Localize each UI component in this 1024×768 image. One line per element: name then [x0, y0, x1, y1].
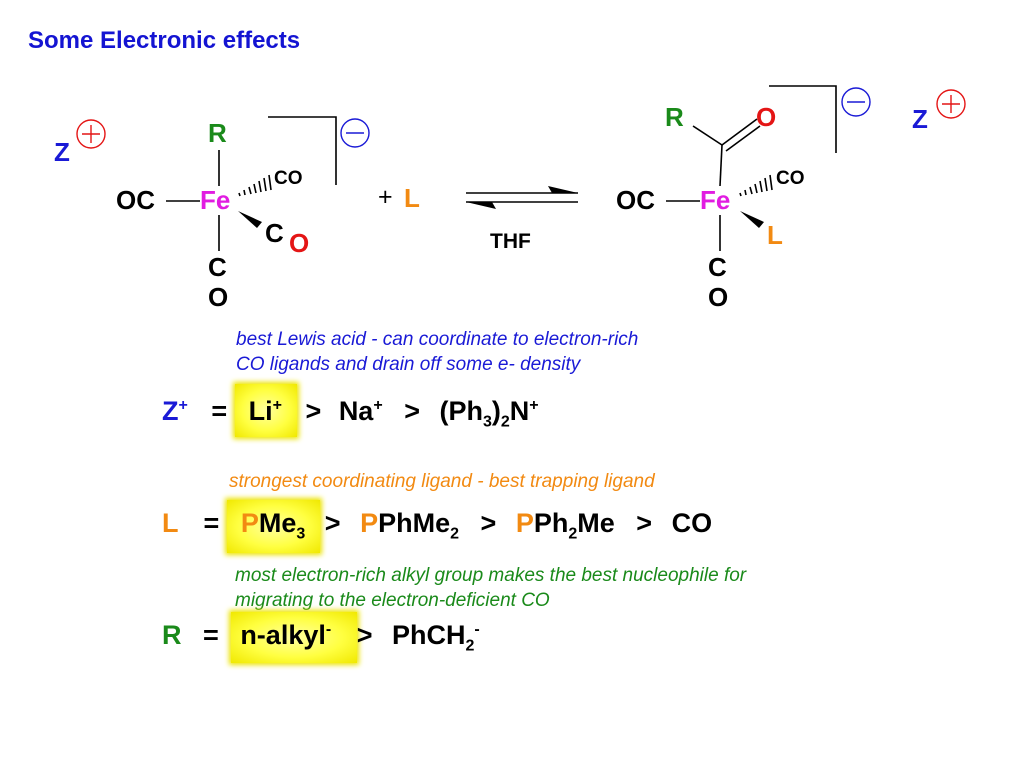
right-co-bottom-o: O	[708, 282, 729, 312]
l-series-pph2me-b: Me	[577, 508, 615, 538]
z-series-na-sup: +	[373, 397, 383, 414]
l-series-pphme2-rest: PhMe	[378, 508, 451, 538]
n-alkyl-highlight	[231, 612, 357, 663]
l-series-gt1: >	[324, 508, 341, 538]
page-title: Some Electronic effects	[28, 27, 301, 54]
l-series-gt3: >	[636, 508, 653, 538]
r-note-line1: most electron-rich alkyl group makes the…	[235, 565, 747, 586]
right-solid-wedge	[740, 211, 764, 228]
z-note-line1: best Lewis acid - can coordinate to elec…	[236, 329, 639, 350]
right-counter-cation-z: Z	[912, 104, 928, 134]
z-series-li: Li	[248, 396, 273, 426]
right-r-label: R	[665, 102, 684, 132]
left-oc-label: OC	[116, 185, 155, 215]
z-series-row: Z+ = Li+ > Na+ > (Ph3)2N+	[162, 396, 539, 431]
z-series-ppn-c: N	[509, 396, 530, 426]
z-series-ppn-b: )	[491, 396, 501, 426]
r-series-eq: =	[203, 620, 219, 650]
z-series-ppn-sub1: 3	[482, 413, 492, 431]
l-note: strongest coordinating ligand - best tra…	[229, 471, 655, 492]
l-series-pph2me-sub: 2	[568, 525, 578, 543]
left-co-lower-c: C	[265, 218, 284, 248]
right-hashed-wedge	[739, 174, 773, 197]
z-series-gt1: >	[305, 396, 322, 426]
left-co-bottom-o: O	[208, 282, 229, 312]
pme3-highlight	[227, 500, 320, 553]
z-series-na: Na	[338, 396, 374, 426]
z-series-gt2: >	[404, 396, 420, 426]
r-series-lhs: R	[162, 620, 182, 650]
z-series-li-sup: +	[272, 397, 282, 414]
z-series-ppn-sup: +	[529, 397, 539, 414]
right-l-label: L	[767, 220, 783, 250]
left-co-lower-o: O	[289, 228, 310, 258]
right-co-bottom-c: C	[708, 252, 727, 282]
z-series-ppn-sub2: 2	[500, 413, 510, 431]
right-acyl-o-label: O	[756, 102, 777, 132]
left-counter-cation-z: Z	[54, 137, 70, 167]
r-series-phch2-sub: 2	[465, 637, 475, 655]
z-series-lhs: Z	[162, 396, 179, 426]
z-series-eq: =	[211, 396, 228, 426]
r-series-phch2-sup: -	[474, 621, 480, 638]
r-note-line2: migrating to the electron-deficient CO	[235, 590, 550, 611]
li-highlight	[235, 384, 297, 437]
right-acyl-co-double-a	[721, 118, 758, 146]
left-solid-wedge	[238, 211, 262, 228]
z-note-line2: CO ligands and drain off some e- density	[236, 354, 581, 375]
r-series-n-alkyl: n-alkyl	[240, 620, 326, 650]
l-series-pme3-p: P	[240, 508, 259, 538]
r-note: most electron-rich alkyl group makes the…	[235, 563, 746, 613]
r-series-phch2: PhCH	[392, 620, 466, 650]
l-series-eq: =	[203, 508, 220, 538]
z-series-lhs-sup: +	[178, 397, 188, 414]
l-series-pphme2-sub: 2	[450, 525, 460, 543]
left-z-plus-circle	[76, 119, 106, 149]
right-fe-acyl-bond	[719, 144, 723, 187]
left-r-label: R	[208, 118, 227, 148]
l-series-pme3-rest: Me	[258, 508, 297, 538]
right-fe-label: Fe	[700, 185, 731, 215]
r-series-gt1: >	[356, 620, 373, 650]
left-co-upper-label: CO	[274, 168, 303, 189]
l-series-pph2me-p: P	[515, 508, 534, 538]
left-hashed-wedge	[238, 174, 272, 197]
right-oc-label: OC	[616, 185, 655, 215]
right-co-upper-label: CO	[776, 168, 805, 189]
right-acyl-co-double-b	[725, 125, 761, 152]
r-series-n-alkyl-sup: -	[325, 621, 332, 638]
z-note: best Lewis acid - can coordinate to elec…	[236, 327, 638, 377]
r-series-row: R = n-alkyl- > PhCH2-	[162, 620, 480, 655]
l-series-pphme2-p: P	[360, 508, 379, 538]
l-series-pph2me-a: Ph	[533, 508, 569, 538]
l-series-co: CO	[671, 508, 713, 538]
l-series-gt2: >	[480, 508, 497, 538]
right-bracket	[769, 85, 837, 153]
left-fe-label: Fe	[200, 185, 231, 215]
plus-sign: +	[378, 183, 393, 211]
l-series-row: L = PMe3 > PPhMe2 > PPh2Me > CO	[162, 508, 712, 543]
right-acyl-r-bond	[692, 125, 723, 146]
right-z-plus-circle	[936, 89, 966, 119]
z-series-ppn-a: (Ph	[439, 396, 483, 426]
equilibrium-forward-head	[548, 186, 578, 193]
ligand-l-label: L	[404, 183, 420, 213]
equilibrium-reverse-head	[466, 202, 496, 209]
l-series-lhs: L	[162, 508, 179, 538]
right-anion-minus-circle	[841, 87, 871, 117]
left-co-bottom-c: C	[208, 252, 227, 282]
l-series-pme3-sub: 3	[296, 525, 306, 543]
left-anion-minus-circle	[340, 118, 370, 148]
left-bracket	[268, 116, 337, 185]
arrow-label-thf: THF	[490, 230, 531, 253]
